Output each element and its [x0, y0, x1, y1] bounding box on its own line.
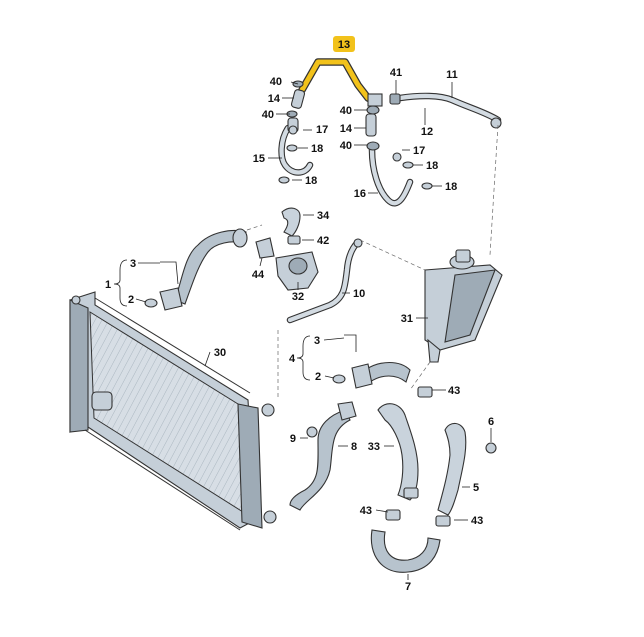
callout-16[interactable]: 16 — [354, 188, 366, 200]
callout-43[interactable]: 43 — [448, 385, 460, 397]
callout-42[interactable]: 42 — [317, 235, 329, 247]
callout-32[interactable]: 32 — [292, 291, 304, 303]
callout-13-highlight — [333, 36, 355, 52]
callout-9[interactable]: 9 — [290, 433, 296, 445]
clamp-3a — [160, 261, 179, 285]
callout-34[interactable]: 34 — [317, 210, 330, 222]
callout-18[interactable]: 18 — [426, 160, 438, 172]
coolant-pipe-10 — [286, 238, 362, 324]
callout-6[interactable]: 6 — [488, 416, 494, 428]
coolant-pipe-15 — [278, 124, 314, 176]
clamp-3b — [344, 334, 357, 352]
fasteners — [144, 117, 502, 527]
coolant-flange-32 — [255, 237, 319, 291]
callout-31[interactable]: 31 — [401, 313, 413, 325]
callout-18[interactable]: 18 — [305, 175, 317, 187]
coolant-hose-4 — [364, 361, 411, 383]
callout-13[interactable]: 13 — [338, 39, 350, 51]
callout-30[interactable]: 30 — [214, 347, 226, 359]
callout-1[interactable]: 1 — [105, 279, 111, 291]
coolant-pipe-13 — [298, 58, 376, 104]
callout-5[interactable]: 5 — [473, 482, 479, 494]
callout-17[interactable]: 17 — [316, 124, 328, 136]
callout-10[interactable]: 10 — [353, 288, 365, 300]
callout-3[interactable]: 3 — [130, 258, 136, 270]
callout-40[interactable]: 40 — [340, 105, 352, 117]
callout-11[interactable]: 11 — [446, 69, 458, 81]
callout-14[interactable]: 14 — [268, 93, 281, 105]
callout-40[interactable]: 40 — [270, 76, 282, 88]
callout-44[interactable]: 44 — [252, 269, 265, 281]
callout-40[interactable]: 40 — [340, 140, 352, 152]
radiator — [69, 291, 277, 531]
connector-41 — [367, 93, 401, 107]
callout-17[interactable]: 17 — [413, 145, 425, 157]
callout-14[interactable]: 14 — [340, 123, 353, 135]
callout-33[interactable]: 33 — [368, 441, 380, 453]
callout-7[interactable]: 7 — [405, 581, 411, 593]
callout-4[interactable]: 4 — [289, 353, 296, 365]
assembly-lines — [246, 124, 499, 400]
callout-40[interactable]: 40 — [262, 109, 274, 121]
callout-12[interactable]: 12 — [421, 126, 433, 138]
leader-lines — [113, 80, 492, 580]
callout-8[interactable]: 8 — [351, 441, 357, 453]
callout-43[interactable]: 43 — [471, 515, 483, 527]
callout-41[interactable]: 41 — [390, 67, 402, 79]
coolant-pipe-11 — [396, 92, 502, 124]
callout-43[interactable]: 43 — [360, 505, 372, 517]
coolant-hose-8 — [289, 409, 351, 511]
callout-18[interactable]: 18 — [445, 181, 457, 193]
callout-2[interactable]: 2 — [315, 371, 321, 383]
callout-3[interactable]: 3 — [314, 335, 320, 347]
callout-18[interactable]: 18 — [311, 143, 323, 155]
coolant-pipe-16 — [368, 146, 414, 207]
coolant-expansion-tank — [424, 249, 503, 363]
coolant-hose-33 — [377, 403, 419, 501]
coolant-hose-7 — [370, 529, 441, 573]
coolant-hose-34 — [281, 207, 301, 237]
coolant-hose-5 — [437, 422, 467, 516]
callout-15[interactable]: 15 — [253, 153, 265, 165]
callout-2[interactable]: 2 — [128, 294, 134, 306]
